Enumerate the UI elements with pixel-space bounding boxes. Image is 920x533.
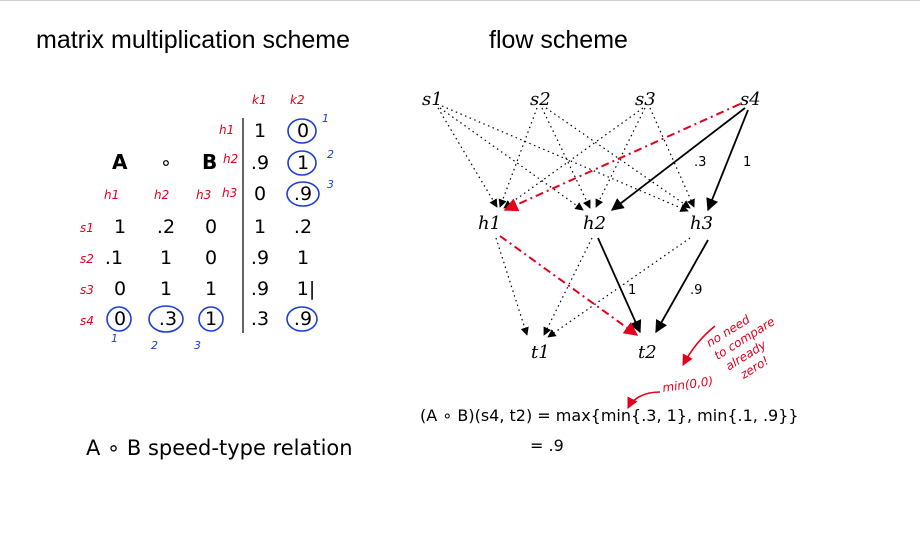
matrix-scheme: k1 k2 h1 h2 h3 A ∘ B 1 0 .9 1 0 .9 1 2 3…	[80, 93, 334, 352]
solid-edges	[597, 107, 749, 334]
a-cell-2-3: 0	[205, 247, 217, 269]
a-col-header-h1: h1	[104, 188, 119, 202]
blue-circle-b-3	[286, 181, 320, 207]
dotted-edges	[437, 105, 695, 338]
formula-line-2: = .9	[530, 436, 564, 455]
node-t1: t1	[531, 342, 550, 363]
a-row-header-s4: s4	[80, 314, 94, 328]
blue-circle-b-2	[287, 150, 317, 176]
blue-circle-result	[286, 306, 318, 332]
edge-label-h2-t2: 1	[628, 283, 636, 298]
edge-s1-h2	[439, 107, 584, 211]
result-cell-1-2: .2	[294, 216, 312, 238]
blue-mark-b-1: 1	[322, 112, 329, 125]
a-cell-3-1: 0	[114, 278, 126, 300]
b-cell-2-2: 1	[297, 152, 309, 174]
edge-h1-t2	[499, 235, 639, 336]
a-cell-2-1: .1	[105, 247, 123, 269]
result-cell-4-1: .3	[251, 308, 269, 330]
edge-s1-h3	[441, 105, 689, 212]
node-t2: t2	[638, 342, 657, 363]
edge-s3-h3	[649, 107, 695, 208]
a-col-header-h3: h3	[196, 188, 211, 202]
edge-h3-t2	[655, 239, 709, 334]
b-col-header-k2: k2	[290, 93, 305, 107]
b-row-header-h2: h2	[223, 152, 238, 166]
edge-h1-t1	[495, 237, 529, 336]
blue-circle-b-1	[287, 118, 317, 144]
b-row-header-h1: h1	[219, 123, 234, 137]
node-h2: h2	[583, 213, 606, 234]
blue-mark-a-1: 1	[111, 332, 118, 345]
a-cell-4-3: 1	[205, 308, 217, 330]
a-cell-1-2: .2	[157, 216, 175, 238]
edge-s2-h2	[541, 107, 591, 209]
b-cell-3-2: .9	[294, 183, 312, 205]
b-cell-1-2: 0	[297, 120, 309, 142]
side-note: no need to compare already zero!	[704, 312, 778, 382]
edge-s2-h3	[545, 107, 691, 209]
edge-s4-h3	[706, 109, 749, 212]
top-border-line	[0, 0, 920, 1]
edge-s1-h1	[437, 107, 498, 208]
a-col-header-h2: h2	[154, 188, 169, 202]
b-cell-3-1: 0	[254, 183, 266, 205]
blue-mark-b-2: 2	[327, 148, 334, 161]
blue-circle-a-1	[106, 306, 132, 332]
a-row-header-s3: s3	[80, 283, 94, 297]
a-row-header-s1: s1	[80, 221, 94, 235]
node-s1: s1	[422, 89, 443, 110]
operator-compose: ∘	[160, 152, 172, 174]
edge-s4-h1	[503, 103, 741, 212]
blue-mark-a-3: 3	[194, 339, 201, 352]
operator-a: A	[112, 150, 128, 174]
formula-line-1: (A ∘ B)(s4, t2) = max{min{.3, 1}, min{.1…	[420, 406, 799, 425]
a-cell-3-3: 1	[205, 278, 217, 300]
edge-label-s4-h2: .3	[694, 155, 706, 170]
b-row-header-h3: h3	[222, 186, 237, 200]
a-row-header-s2: s2	[80, 252, 94, 266]
result-cell-3-1: .9	[251, 278, 269, 300]
blue-mark-a-2: 2	[151, 339, 158, 352]
operator-b: B	[202, 150, 217, 174]
result-cell-1-1: 1	[254, 216, 266, 238]
node-s3: s3	[635, 89, 656, 110]
node-h3: h3	[690, 213, 713, 234]
matrix-scheme-title: matrix multiplication scheme	[36, 26, 350, 54]
result-cell-3-2: 1|	[297, 278, 316, 300]
flow-scheme-title: flow scheme	[489, 26, 628, 54]
blue-circle-a-3	[198, 306, 224, 332]
red-edges	[499, 103, 741, 336]
node-s2: s2	[530, 89, 551, 110]
b-col-header-k1: k1	[252, 93, 267, 107]
edge-h2-t2	[597, 237, 642, 334]
min-note: min(0,0)	[661, 374, 714, 395]
blue-circle-a-2	[148, 305, 184, 333]
a-cell-1-1: 1	[114, 216, 126, 238]
relation-caption: A ∘ B speed-type relation	[86, 436, 353, 460]
edge-s3-h1	[503, 107, 644, 209]
flow-scheme: .3 1 1 .9 s1 s2 s3 s4 h1 h2 h3 t1 t2	[422, 89, 761, 363]
edge-label-h3-t2: .9	[690, 283, 702, 298]
a-cell-4-1: 0	[114, 308, 126, 330]
blue-mark-b-3: 3	[327, 178, 334, 191]
result-cell-2-1: .9	[251, 247, 269, 269]
side-note-arrow	[682, 325, 716, 366]
node-h1: h1	[478, 213, 501, 234]
node-s4: s4	[740, 89, 761, 110]
result-cell-2-2: 1	[297, 247, 309, 269]
result-cell-4-2: .9	[294, 308, 312, 330]
min-note-arrow	[627, 391, 661, 410]
a-cell-4-2: .3	[159, 308, 177, 330]
edge-h2-t1	[543, 237, 593, 336]
edge-s2-h1	[498, 107, 538, 208]
a-cell-3-2: 1	[160, 278, 172, 300]
b-cell-2-1: .9	[251, 152, 269, 174]
b-cell-1-1: 1	[254, 120, 266, 142]
edge-s4-h2	[611, 107, 746, 211]
a-cell-2-2: 1	[160, 247, 172, 269]
edge-label-s4-h3: 1	[743, 155, 751, 170]
a-cell-1-3: 0	[205, 216, 217, 238]
